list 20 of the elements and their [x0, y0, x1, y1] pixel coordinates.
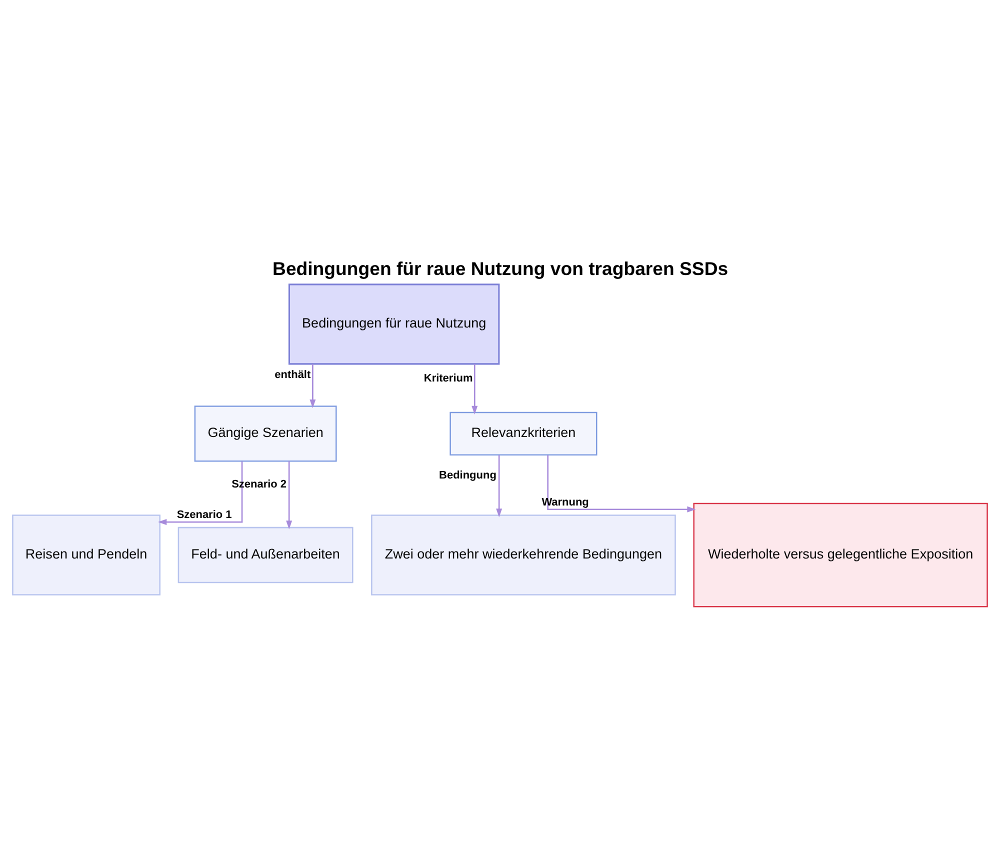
- node-box: Gängige Szenarien: [194, 405, 337, 462]
- arrow: [472, 364, 478, 414]
- arrow: [158, 460, 243, 525]
- diagram-title: Bedingungen für raue Nutzung von tragbaren SSDs: [272, 257, 728, 278]
- edge-label: Szenario 1: [176, 508, 232, 521]
- arrow: [496, 454, 502, 517]
- edge-label: enthält: [274, 368, 311, 381]
- node-box: Wiederholte versus gelegentliche Exposition: [693, 502, 988, 607]
- edge-label: Bedingung: [439, 468, 496, 481]
- node-box: Bedingungen für raue Nutzung: [288, 283, 500, 364]
- arrow: [286, 460, 292, 529]
- node-box: Relevanzkriterien: [450, 411, 598, 455]
- edge-label: Kriterium: [424, 372, 473, 384]
- node-box: Feld- und Außenarbeiten: [178, 526, 354, 583]
- edge-label: Szenario 2: [232, 478, 287, 490]
- node-box: Reisen und Pendeln: [12, 514, 160, 595]
- edge-label: Warnung: [542, 496, 589, 508]
- arrow: [547, 454, 696, 512]
- arrow: [310, 364, 316, 408]
- node-box: Zwei oder mehr wiederkehrende Bedingungen: [371, 514, 676, 595]
